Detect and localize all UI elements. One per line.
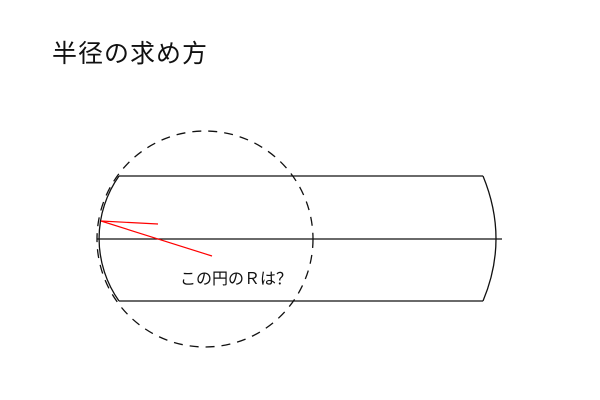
red-line-short <box>100 220 159 225</box>
red-line-long <box>100 220 213 257</box>
question-label: この円のＲは？ <box>180 269 292 288</box>
page-title: 半径の求め方 <box>52 39 209 68</box>
right-arc <box>482 175 497 302</box>
